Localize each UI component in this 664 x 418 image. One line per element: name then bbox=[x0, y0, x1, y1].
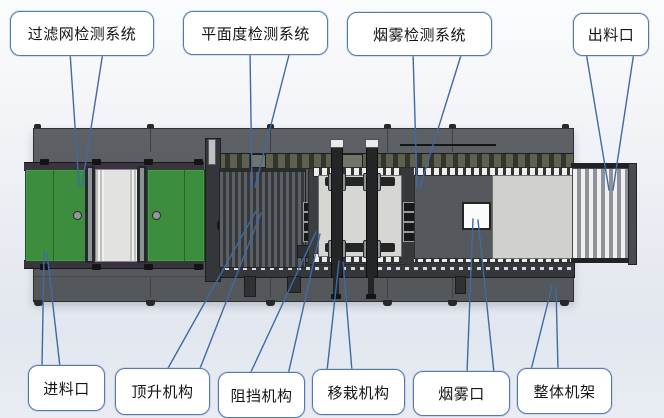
frame-bolt bbox=[562, 124, 569, 128]
leader-frame bbox=[530, 285, 559, 371]
under-bracket bbox=[287, 276, 301, 293]
frame-segment-line bbox=[150, 277, 151, 298]
leader-lift bbox=[166, 210, 262, 372]
frame-foot bbox=[383, 300, 392, 306]
callout-overall-frame: 整体机架 bbox=[517, 368, 612, 414]
roller-section bbox=[95, 169, 139, 262]
upper-guide-rail bbox=[206, 153, 573, 169]
rail-clamp bbox=[194, 264, 203, 270]
frame-foot bbox=[34, 300, 43, 306]
rail-clamp bbox=[92, 264, 101, 270]
leader-smoke-detect bbox=[412, 51, 463, 188]
screw-icon bbox=[73, 211, 82, 220]
rail-clamp bbox=[40, 159, 49, 165]
under-bracket bbox=[244, 276, 256, 297]
callout-label: 平面度检测系统 bbox=[201, 25, 310, 43]
clamp-rail-cap bbox=[330, 139, 344, 148]
clamp-bar-top bbox=[325, 177, 395, 186]
roller-stripes bbox=[96, 170, 104, 261]
outlet-end-cap bbox=[628, 163, 637, 265]
frame-segment-line bbox=[270, 129, 271, 152]
belt-seam bbox=[53, 170, 54, 261]
leader-filter-detect bbox=[69, 51, 104, 187]
gantry-post bbox=[208, 139, 216, 165]
outlet-roller-conveyor bbox=[572, 168, 630, 260]
frame-foot bbox=[266, 300, 275, 306]
leader-block bbox=[249, 231, 321, 376]
frame-segment-line bbox=[387, 277, 388, 298]
callout-label: 出料口 bbox=[587, 27, 635, 44]
frame-foot bbox=[560, 300, 569, 306]
screw-icon bbox=[152, 211, 161, 220]
frame-segment-line bbox=[150, 129, 151, 152]
rail-clamp bbox=[92, 159, 101, 165]
callout-label: 进料口 bbox=[43, 380, 90, 398]
callout-filter-detect-system: 过滤网检测系统 bbox=[10, 11, 154, 56]
callout-lift-mechanism: 顶升机构 bbox=[115, 368, 210, 415]
rail-clamp bbox=[144, 159, 153, 165]
right-plate bbox=[492, 175, 575, 259]
callout-flatness-detect-system: 平面度检测系统 bbox=[183, 11, 328, 55]
clamp-bar-bottom bbox=[325, 243, 395, 252]
frame-segment-line bbox=[270, 277, 271, 298]
callout-label: 顶升机构 bbox=[131, 384, 194, 401]
callout-label: 整体机架 bbox=[533, 383, 596, 401]
clamp-leg bbox=[368, 275, 374, 296]
roller-stripes bbox=[130, 170, 138, 261]
belt-divider-bar bbox=[140, 168, 144, 261]
frame-foot bbox=[146, 300, 155, 306]
clamp-foot bbox=[366, 294, 376, 299]
callout-outlet-port: 出料口 bbox=[573, 13, 649, 56]
frame-foot bbox=[448, 300, 457, 306]
clamp-rail-cap bbox=[365, 139, 379, 148]
callout-label: 烟雾口 bbox=[438, 386, 485, 403]
frame-slot-line bbox=[400, 144, 496, 146]
belt-seam bbox=[184, 170, 185, 261]
leader-outlet bbox=[585, 51, 635, 191]
frame-bolt bbox=[34, 124, 41, 128]
outlet-rail-top bbox=[571, 163, 635, 168]
callout-block-mechanism: 阻挡机构 bbox=[218, 372, 305, 418]
callout-label: 移栽机构 bbox=[327, 384, 390, 402]
frame-segment-line bbox=[452, 277, 453, 298]
belt-divider-bar bbox=[88, 168, 92, 261]
frame-bolt bbox=[449, 124, 456, 128]
inlet-belt-right bbox=[147, 169, 205, 262]
smoke-port-window bbox=[462, 202, 491, 230]
callout-smoke-detect-system: 烟雾检测系统 bbox=[347, 12, 492, 56]
leader-flatness-detect bbox=[249, 50, 291, 188]
callout-inlet-port: 进料口 bbox=[28, 365, 105, 411]
callout-transfer-mechanism: 移栽机构 bbox=[312, 369, 405, 415]
clamp-foot bbox=[331, 294, 341, 299]
frame-segment-line bbox=[452, 129, 453, 152]
leader-inlet bbox=[41, 251, 61, 368]
leader-smoke-port bbox=[466, 218, 495, 374]
under-bracket bbox=[455, 276, 466, 294]
callout-label: 过滤网检测系统 bbox=[27, 26, 137, 43]
rail-clamp bbox=[144, 264, 153, 270]
frame-bolt bbox=[384, 124, 391, 128]
rail-clamp bbox=[194, 159, 203, 165]
outlet-rail-bottom bbox=[571, 258, 635, 263]
callout-label: 阻挡机构 bbox=[230, 387, 293, 405]
frame-segment-line bbox=[387, 129, 388, 152]
callout-label: 烟雾检测系统 bbox=[372, 26, 466, 44]
frame-bolt bbox=[147, 124, 154, 128]
leader-transfer bbox=[326, 260, 353, 372]
rail-clamp bbox=[40, 264, 49, 270]
callout-smoke-port: 烟雾口 bbox=[413, 371, 510, 416]
